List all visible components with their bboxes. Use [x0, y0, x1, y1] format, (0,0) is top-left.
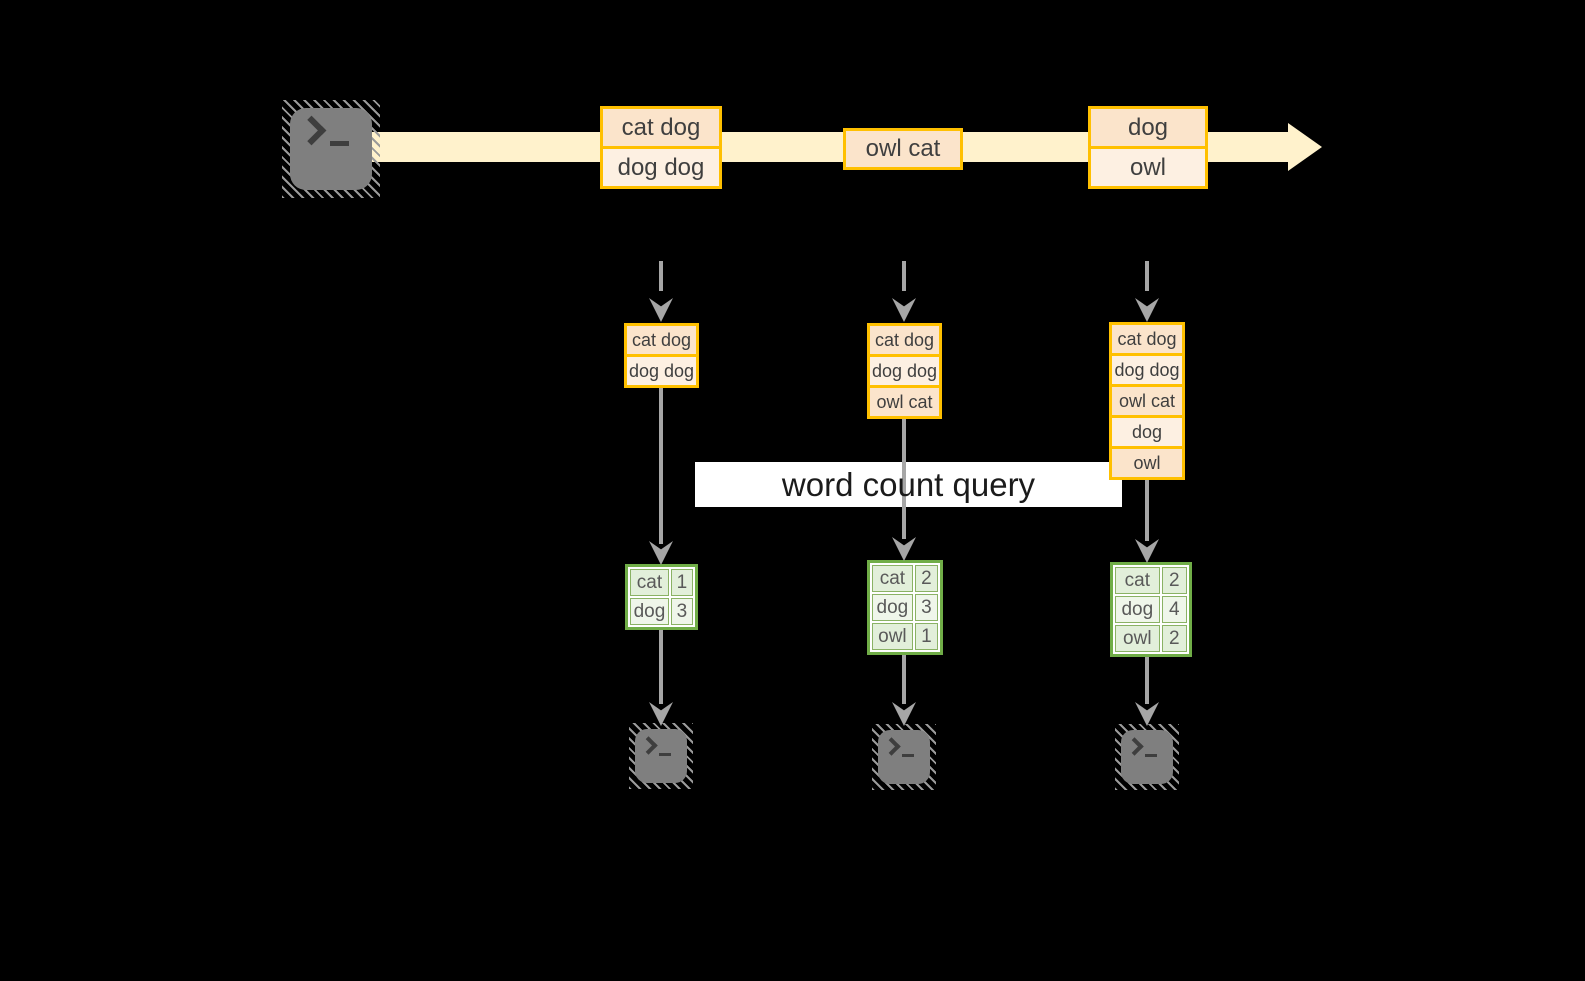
- prompt-underscore-icon: [902, 754, 914, 757]
- count-cell: 4: [1161, 596, 1187, 623]
- terminal-screen: [290, 108, 372, 190]
- stream-item: dog dog: [603, 146, 719, 186]
- stack-item: dog dog: [1112, 353, 1182, 384]
- arrow-shaft: [1145, 480, 1149, 541]
- wordcount-table-1: cat 1 dog 3: [625, 564, 698, 630]
- stream-batch-3: dog owl: [1088, 106, 1208, 189]
- stream-item: dog: [1091, 109, 1205, 146]
- down-arrowhead-icon: [892, 537, 916, 561]
- terminal-icon: [282, 100, 380, 198]
- stack-item: owl cat: [870, 385, 939, 416]
- stack-item: cat dog: [627, 326, 696, 354]
- down-arrowhead-icon: [892, 298, 916, 322]
- prompt-underscore-icon: [659, 753, 671, 756]
- count-cell: 1: [914, 623, 938, 650]
- arrow-shaft: [659, 388, 663, 544]
- stream-timeline-arrowhead-icon: [1288, 123, 1322, 171]
- prompt-chevron-icon: [882, 737, 901, 756]
- stack-item: cat dog: [870, 326, 939, 354]
- prompt-underscore-icon: [1145, 754, 1157, 757]
- prompt-underscore-icon: [330, 141, 349, 146]
- count-cell: 3: [670, 598, 693, 625]
- dashed-arrow-shaft: [902, 261, 906, 291]
- down-arrowhead-icon: [1135, 539, 1159, 563]
- stack-item: dog: [1112, 415, 1182, 446]
- microbatch-stack-1: cat dog dog dog: [624, 323, 699, 388]
- stack-item: owl: [1112, 446, 1182, 477]
- down-arrowhead-icon: [892, 702, 916, 726]
- count-cell: 1: [670, 569, 693, 596]
- arrow-shaft: [902, 419, 906, 539]
- word-cell: cat: [630, 569, 669, 596]
- arrow-shaft: [902, 655, 906, 704]
- word-cell: cat: [872, 565, 913, 592]
- query-label-box: [695, 462, 1122, 507]
- query-label: word count query: [781, 466, 1036, 503]
- wordcount-table-2: cat 2 dog 3 owl 1: [867, 560, 943, 655]
- stream-batch-1: cat dog dog dog: [600, 106, 722, 189]
- word-cell: dog: [1115, 596, 1160, 623]
- terminal-icon: [1115, 724, 1179, 790]
- down-arrowhead-icon: [1135, 702, 1159, 726]
- stream-item: cat dog: [603, 109, 719, 146]
- count-cell: 2: [914, 565, 938, 592]
- word-cell: owl: [872, 623, 913, 650]
- microbatch-stack-3: cat dog dog dog owl cat dog owl: [1109, 322, 1185, 480]
- word-cell: owl: [1115, 625, 1160, 652]
- prompt-chevron-icon: [639, 736, 658, 755]
- count-cell: 2: [1161, 625, 1187, 652]
- terminal-screen: [1121, 730, 1173, 784]
- arrow-shaft: [1145, 657, 1149, 704]
- down-arrowhead-icon: [649, 541, 673, 565]
- stack-item: owl cat: [1112, 384, 1182, 415]
- dashed-arrow-shaft: [1145, 261, 1149, 291]
- stack-item: dog dog: [870, 354, 939, 385]
- arrow-shaft: [659, 630, 663, 704]
- terminal-icon: [629, 723, 693, 789]
- down-arrowhead-icon: [649, 298, 673, 322]
- microbatch-stack-2: cat dog dog dog owl cat: [867, 323, 942, 419]
- dashed-arrow-shaft: [659, 261, 663, 291]
- prompt-chevron-icon: [296, 115, 327, 146]
- stream-batch-2: owl cat: [843, 128, 963, 170]
- word-cell: cat: [1115, 567, 1160, 594]
- word-cell: dog: [630, 598, 669, 625]
- terminal-icon: [872, 724, 936, 790]
- down-arrowhead-icon: [1135, 298, 1159, 322]
- terminal-screen: [635, 729, 687, 783]
- word-cell: dog: [872, 594, 913, 621]
- terminal-screen: [878, 730, 930, 784]
- stack-item: dog dog: [627, 354, 696, 385]
- stream-item: owl cat: [846, 131, 960, 167]
- prompt-chevron-icon: [1125, 737, 1144, 756]
- count-cell: 2: [1161, 567, 1187, 594]
- stack-item: cat dog: [1112, 325, 1182, 353]
- stream-item: owl: [1091, 146, 1205, 186]
- wordcount-table-3: cat 2 dog 4 owl 2: [1110, 562, 1192, 657]
- count-cell: 3: [914, 594, 938, 621]
